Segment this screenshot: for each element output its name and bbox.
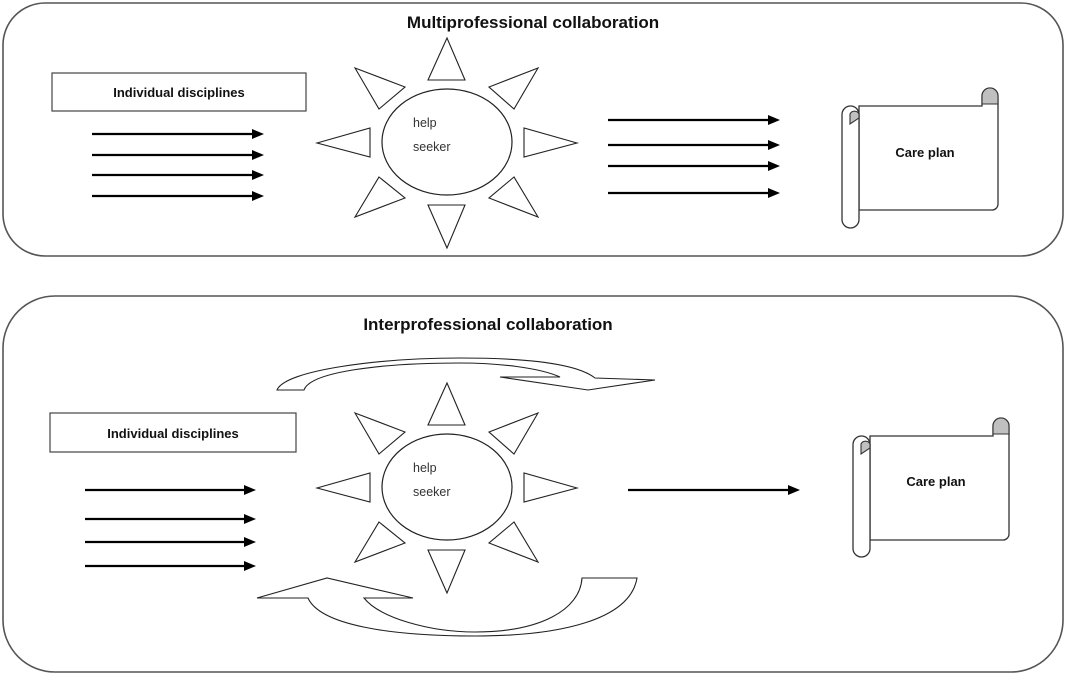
care-plan-scroll: Care plan xyxy=(841,87,999,229)
input-arrow xyxy=(92,170,264,180)
input-arrows xyxy=(92,129,264,201)
input-arrows xyxy=(85,485,256,571)
care-plan-label: Care plan xyxy=(895,145,954,160)
help-seeker-sun: help seeker xyxy=(316,382,578,594)
panel-title: Interprofessional collaboration xyxy=(363,315,612,334)
help-seeker-label-line1: help xyxy=(413,461,437,475)
scroll-left-curl xyxy=(860,440,871,456)
scroll-left-roller xyxy=(841,105,860,229)
output-arrows xyxy=(608,115,780,198)
panel-interprofessional: Interprofessional collaboration Individu… xyxy=(2,295,1064,673)
help-seeker-label-line1: help xyxy=(413,116,437,130)
output-arrow xyxy=(608,115,780,125)
individual-disciplines-box: Individual disciplines xyxy=(49,412,297,453)
output-arrow xyxy=(608,140,780,150)
output-arrow xyxy=(608,161,780,171)
scroll-top-curl xyxy=(992,417,1010,435)
input-arrow xyxy=(85,537,256,547)
help-seeker-circle xyxy=(381,88,513,196)
panel-border xyxy=(2,2,1064,257)
care-plan-label: Care plan xyxy=(906,474,965,489)
help-seeker-label-line2: seeker xyxy=(413,140,451,154)
output-arrow xyxy=(608,188,780,198)
input-arrow xyxy=(92,150,264,160)
feedback-arrow-top xyxy=(276,357,656,391)
scroll-left-roller xyxy=(852,435,871,558)
input-arrow xyxy=(92,129,264,139)
individual-disciplines-box: Individual disciplines xyxy=(51,72,307,112)
panel-multiprofessional: Multiprofessional collaboration Individu… xyxy=(2,2,1064,257)
disciplines-label: Individual disciplines xyxy=(113,85,244,100)
input-arrow xyxy=(85,485,256,495)
input-arrow xyxy=(85,514,256,524)
care-plan-scroll: Care plan xyxy=(852,417,1010,558)
output-arrow xyxy=(628,485,800,495)
disciplines-label: Individual disciplines xyxy=(107,426,238,441)
help-seeker-circle xyxy=(381,433,513,541)
panel-title: Multiprofessional collaboration xyxy=(407,13,659,32)
input-arrow xyxy=(92,191,264,201)
scroll-left-curl xyxy=(849,110,860,126)
help-seeker-sun: help seeker xyxy=(316,37,578,249)
feedback-arrow-bottom xyxy=(256,577,638,637)
help-seeker-label-line2: seeker xyxy=(413,485,451,499)
scroll-top-curl xyxy=(981,87,999,105)
input-arrow xyxy=(85,561,256,571)
